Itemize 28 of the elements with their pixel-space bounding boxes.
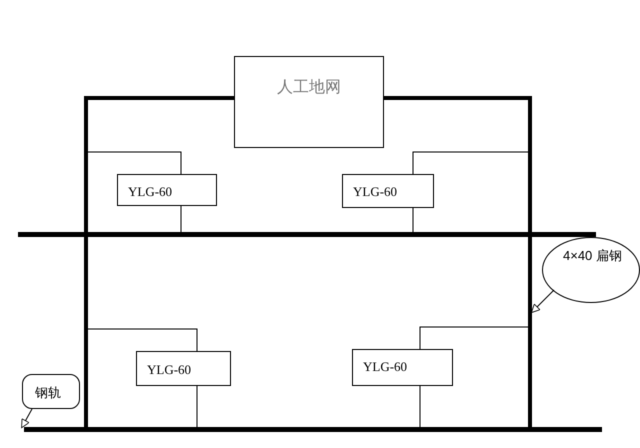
flat-steel-bar bbox=[384, 96, 528, 100]
node-label: YLG-60 bbox=[128, 183, 174, 201]
node-label: 钢轨 bbox=[35, 384, 62, 402]
flat-steel-bar bbox=[84, 96, 88, 427]
device-box bbox=[352, 349, 453, 386]
node-label: 4×40 扁钢 bbox=[563, 247, 623, 265]
area-box bbox=[234, 56, 384, 148]
rail-bar bbox=[24, 427, 602, 432]
leader-line bbox=[531, 290, 554, 313]
node-label: YLG-60 bbox=[363, 358, 408, 376]
device-box bbox=[136, 351, 231, 386]
node-label: YLG-60 bbox=[147, 361, 192, 379]
wire bbox=[420, 326, 528, 350]
leader-line bbox=[21, 408, 32, 428]
wire bbox=[412, 152, 528, 174]
wire bbox=[412, 208, 414, 232]
node-label: 人工地网 bbox=[276, 78, 342, 98]
speech-bubble bbox=[22, 374, 80, 409]
rail-bar bbox=[18, 232, 596, 237]
wire bbox=[180, 206, 182, 232]
flat-steel-bar bbox=[528, 96, 532, 427]
wire bbox=[88, 328, 198, 352]
device-box bbox=[342, 174, 434, 208]
flat-steel-bar bbox=[88, 96, 234, 100]
device-box bbox=[117, 174, 217, 206]
node-label: YLG-60 bbox=[353, 183, 398, 201]
wire bbox=[88, 152, 182, 174]
wire bbox=[196, 386, 198, 428]
